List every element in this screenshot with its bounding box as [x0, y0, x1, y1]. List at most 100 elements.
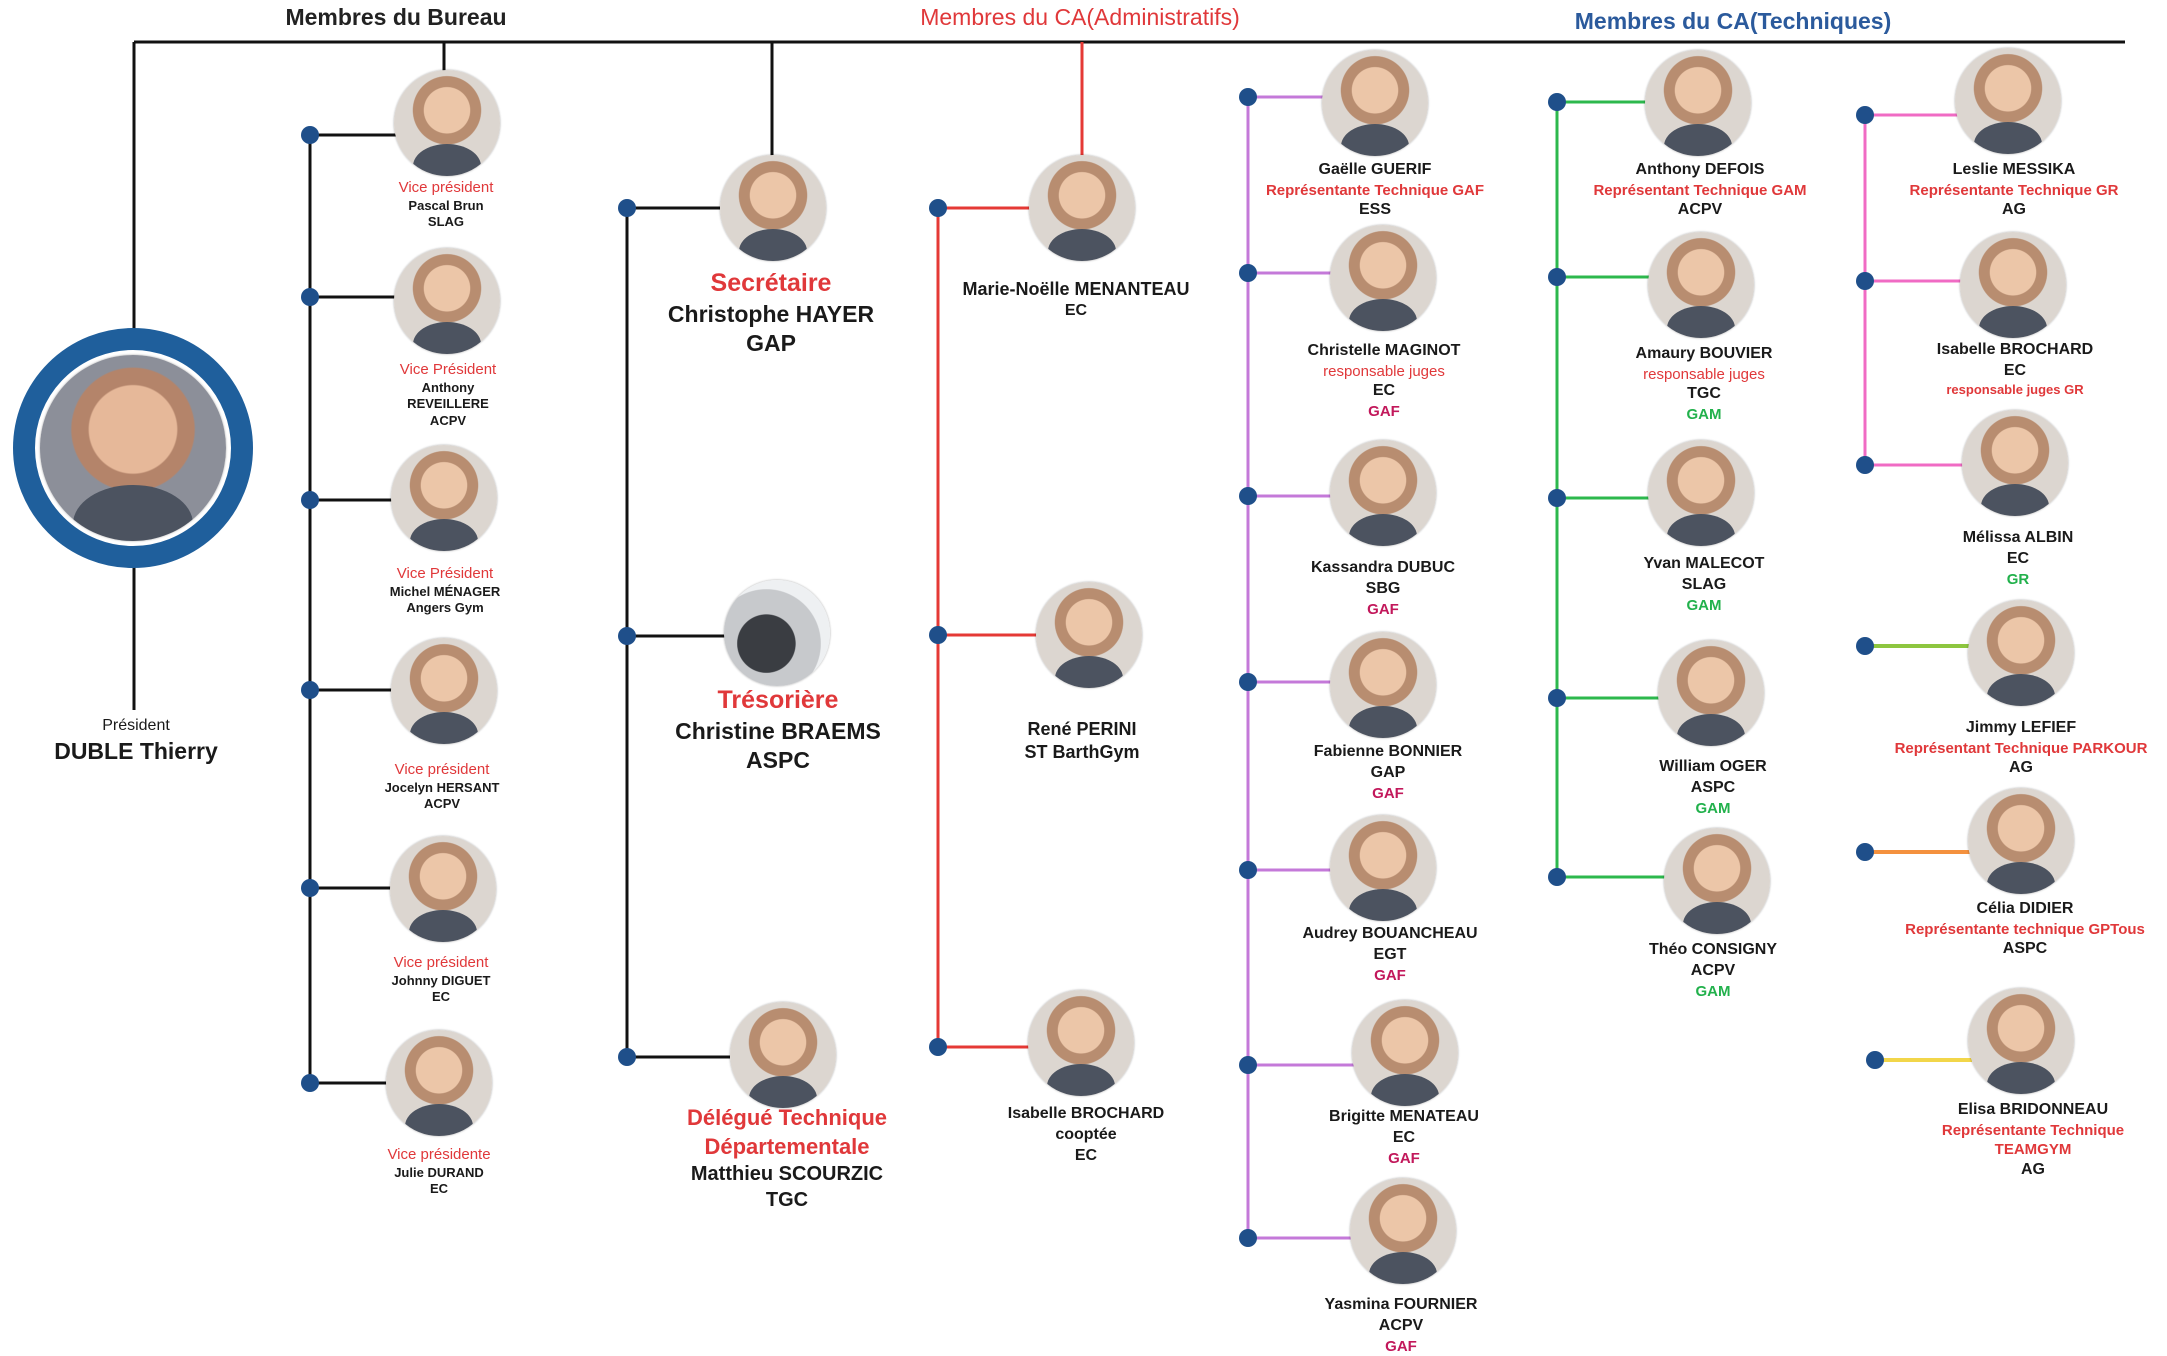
- other-name: Célia DIDIER: [1976, 900, 2074, 917]
- other-club: AG: [2009, 759, 2033, 777]
- gam-card: Yvan MALECOT SLAG GAM: [1644, 554, 1765, 615]
- gaf-discipline: GAF: [1385, 1337, 1417, 1355]
- gaf-name: Audrey BOUANCHEAU: [1302, 925, 1478, 942]
- officer-card: Trésorière Christine BRAEMS ASPC: [675, 684, 881, 776]
- vp-role: Vice président: [398, 179, 494, 196]
- gaf-discipline: GAF: [1368, 403, 1400, 421]
- other-card: Jimmy LEFIEF Représentant Technique PARK…: [1895, 718, 2148, 779]
- gaf-card: Gaëlle GUERIF Représentante Technique GA…: [1266, 160, 1484, 221]
- president-card: Président DUBLE Thierry: [54, 716, 218, 767]
- gaf-photo: [1352, 1000, 1458, 1106]
- gaf-name: Fabienne BONNIER: [1313, 743, 1463, 760]
- vp-photo: [394, 70, 500, 176]
- vp-name-line2: REVEILLERE: [407, 396, 489, 412]
- president-role: Président: [102, 717, 170, 734]
- admin-club: ST BarthGym: [1024, 742, 1140, 763]
- gaf-discipline: GAF: [1372, 784, 1404, 802]
- officer-photo: [724, 580, 830, 686]
- gr-card: Mélissa ALBIN EC GR: [1963, 528, 2074, 589]
- vp-photo: [391, 445, 497, 551]
- gr-role: responsable juges GR: [1946, 381, 2084, 397]
- officer-club: TGC: [765, 1189, 809, 1212]
- officer-card: Délégué Technique Départementale Matthie…: [687, 1104, 887, 1213]
- vp-name: Anthony: [421, 379, 475, 395]
- officer-name: Christine BRAEMS: [675, 717, 881, 744]
- president-name: DUBLE Thierry: [54, 737, 218, 764]
- gr-photo: [1962, 410, 2068, 516]
- vp-card: Vice président Jocelyn HERSANT ACPV: [385, 760, 500, 813]
- gaf-name: Yasmina FOURNIER: [1324, 1296, 1478, 1313]
- admin-club: EC: [1064, 302, 1088, 320]
- gam-club: ACPV: [1677, 201, 1723, 219]
- vp-name: Johnny DIGUET: [391, 972, 491, 988]
- other-role-line2: TEAMGYM: [1994, 1141, 2072, 1159]
- vp-photo: [394, 248, 500, 354]
- vp-name: Pascal Brun: [408, 197, 484, 213]
- vp-card: Vice Président Anthony REVEILLERE ACPV: [400, 360, 496, 430]
- other-role: Représentante technique GPTous: [1905, 920, 2145, 938]
- gam-discipline: GAM: [1695, 799, 1731, 817]
- gaf-club: EGT: [1373, 945, 1407, 963]
- gaf-club: ACPV: [1378, 1316, 1424, 1334]
- vp-card: Vice président Johnny DIGUET EC: [392, 953, 491, 1006]
- vp-photo: [391, 638, 497, 744]
- vp-role: Vice président: [394, 761, 490, 778]
- gam-role: Représentant Technique GAM: [1593, 181, 1807, 199]
- gam-discipline: GAM: [1695, 982, 1731, 1000]
- vp-club: ACPV: [429, 413, 467, 429]
- gr-card: Isabelle BROCHARD EC responsable juges G…: [1937, 340, 2093, 398]
- gaf-photo: [1350, 1178, 1456, 1284]
- gam-photo: [1658, 640, 1764, 746]
- officer-role: Secrétaire: [710, 269, 832, 297]
- gam-card: Anthony DEFOIS Représentant Technique GA…: [1593, 160, 1806, 221]
- other-photo: [1968, 988, 2074, 1094]
- vp-name: Julie DURAND: [394, 1164, 484, 1180]
- vp-photo: [386, 1030, 492, 1136]
- vp-club: EC: [431, 989, 451, 1005]
- other-club: AG: [2020, 1160, 2045, 1178]
- admin-photo: [1036, 582, 1142, 688]
- gr-name: Leslie MESSIKA: [1952, 161, 2076, 178]
- gaf-name: Christelle MAGINOT: [1307, 342, 1461, 359]
- officer-club: GAP: [746, 330, 796, 357]
- vp-card: Vice Président Michel MÉNAGER Angers Gym: [390, 564, 501, 617]
- gam-photo: [1664, 828, 1770, 934]
- gaf-club: SBG: [1365, 579, 1401, 597]
- gam-discipline: GAM: [1686, 596, 1722, 614]
- other-role: Représentant Technique PARKOUR: [1894, 739, 2148, 757]
- officer-role: Délégué Technique: [686, 1105, 888, 1130]
- other-card: Célia DIDIER Représentante technique GPT…: [1905, 899, 2145, 960]
- other-name: Elisa BRIDONNEAU: [1957, 1101, 2109, 1118]
- gam-role: responsable juges: [1643, 365, 1765, 383]
- vp-role: Vice présidente: [387, 1146, 491, 1163]
- gaf-name: Gaëlle GUERIF: [1318, 161, 1432, 178]
- vp-role: Vice président: [393, 954, 489, 971]
- admin-card: René PERINI ST BarthGym: [1024, 718, 1139, 765]
- gr-photo: [1960, 232, 2066, 338]
- gr-card: Leslie MESSIKA Représentante Technique G…: [1910, 160, 2119, 221]
- gam-discipline: GAM: [1686, 406, 1722, 424]
- gam-name: Amaury BOUVIER: [1635, 345, 1773, 362]
- officer-role: Trésorière: [717, 686, 839, 714]
- vp-name: Michel MÉNAGER: [389, 583, 501, 599]
- gr-club: AG: [2002, 201, 2026, 219]
- officer-card: Secrétaire Christophe HAYER GAP: [668, 267, 874, 359]
- gam-card: William OGER ASPC GAM: [1659, 757, 1766, 818]
- other-card: Elisa BRIDONNEAU Représentante Technique…: [1942, 1100, 2124, 1181]
- gr-name: Isabelle BROCHARD: [1936, 341, 2094, 358]
- president-photo: [40, 355, 226, 541]
- vp-club: ACPV: [423, 796, 461, 812]
- gaf-card: Yasmina FOURNIER ACPV GAF: [1325, 1295, 1478, 1356]
- vp-club: Angers Gym: [406, 600, 484, 616]
- admin-note: cooptée: [1055, 1125, 1117, 1143]
- gr-role: Représentante Technique GR: [1909, 181, 2119, 199]
- other-name: Jimmy LEFIEF: [1965, 719, 2077, 736]
- gaf-card: Christelle MAGINOT responsable juges EC …: [1308, 341, 1461, 422]
- vp-club: EC: [429, 1181, 449, 1197]
- gam-photo: [1645, 50, 1751, 156]
- vp-photo: [390, 836, 496, 942]
- admin-name: Marie-Noëlle MENANTEAU: [962, 279, 1190, 299]
- gaf-photo: [1322, 50, 1428, 156]
- header-ca-admin: Membres du CA(Administratifs): [920, 4, 1240, 30]
